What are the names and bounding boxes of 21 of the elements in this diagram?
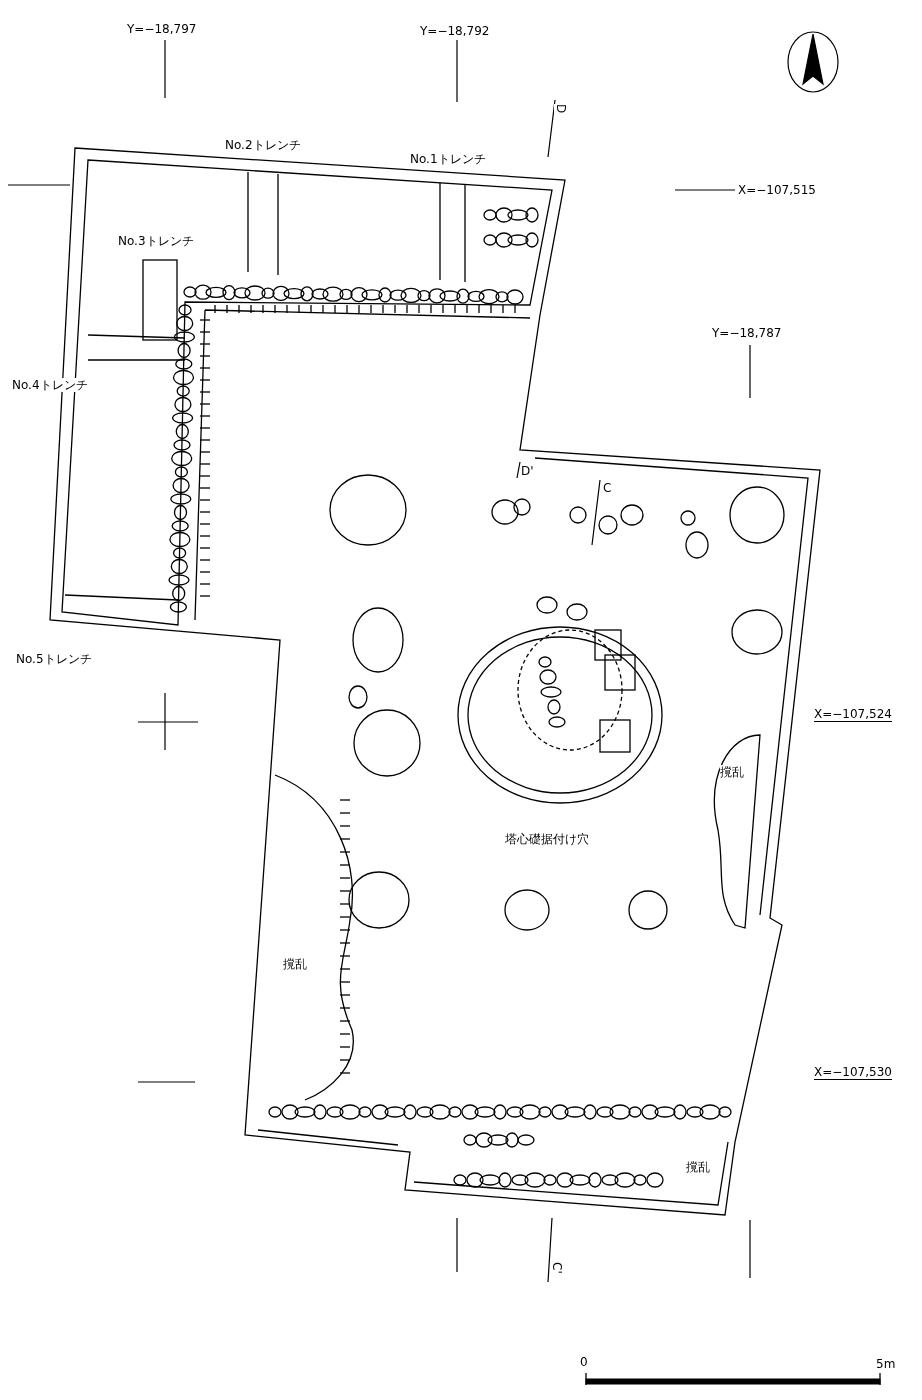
- section-label: D': [521, 464, 534, 478]
- feature-label: 撹乱: [720, 765, 744, 779]
- scale-label: 5m: [876, 1357, 896, 1371]
- trench-label: No.3トレンチ: [118, 234, 194, 248]
- trench-label: No.1トレンチ: [410, 152, 486, 166]
- trench-label: No.5トレンチ: [16, 652, 92, 666]
- coordinate-label: Y=−18,787: [712, 326, 782, 340]
- scale-label: 0: [580, 1355, 588, 1369]
- trench-label: No.4トレンチ: [12, 378, 88, 392]
- section-label: D: [554, 104, 568, 114]
- coordinate-label: Y=−18,792: [420, 24, 490, 38]
- trench-label: No.2トレンチ: [225, 138, 301, 152]
- coordinate-label: X=−107,530: [814, 1065, 892, 1080]
- coordinate-label: X=−107,524: [814, 707, 892, 722]
- feature-label: 撹乱: [283, 957, 307, 971]
- feature-label: 撹乱: [686, 1160, 710, 1174]
- coordinate-label: Y=−18,797: [127, 22, 197, 36]
- section-label: C: [603, 481, 612, 495]
- section-label: C': [550, 1262, 564, 1274]
- coordinate-label: X=−107,515: [738, 183, 816, 197]
- feature-label: 塔心礎据付け穴: [505, 832, 589, 846]
